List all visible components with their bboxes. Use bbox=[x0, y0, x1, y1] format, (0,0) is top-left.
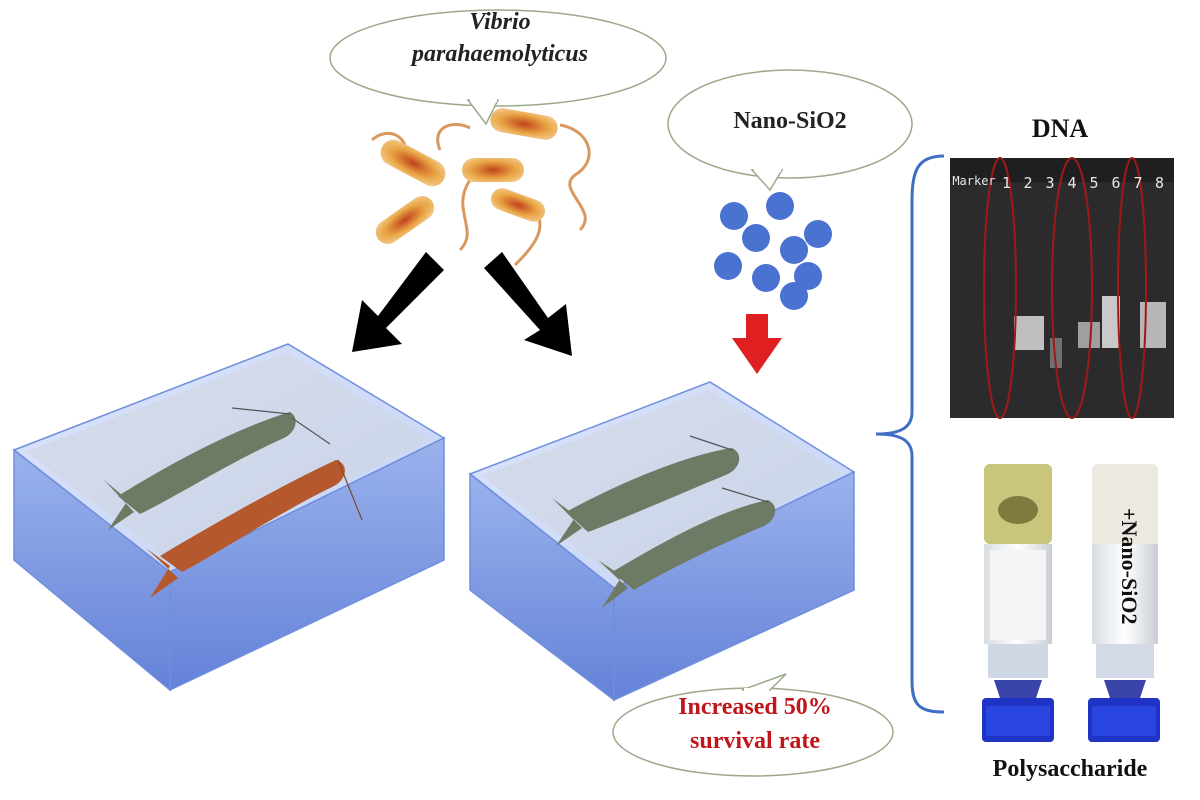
infection-arrow-right-icon bbox=[484, 252, 572, 356]
bacteria-label: Vibrio parahaemolyticus bbox=[360, 6, 640, 70]
treated-shrimp-icon bbox=[552, 435, 776, 608]
bacteria-label-line2: parahaemolyticus bbox=[411, 41, 588, 67]
gel-lane-label: 8 bbox=[1154, 174, 1165, 192]
diseased-shrimp-icon bbox=[146, 459, 363, 598]
survival-label: Increased 50% survival rate bbox=[640, 690, 870, 758]
healthy-shrimp-icon bbox=[104, 407, 331, 530]
bacteria-label-line1: Vibrio bbox=[469, 9, 531, 35]
survival-label-line1: Increased 50% bbox=[678, 694, 832, 720]
nano-bubble bbox=[667, 69, 913, 192]
nanoparticles-icon bbox=[714, 192, 832, 310]
dna-title: DNA bbox=[1031, 114, 1089, 143]
gel-lane-label: 1 bbox=[1001, 174, 1012, 192]
nanoparticle-label: Nano-SiO2 bbox=[733, 108, 847, 134]
survival-bubble bbox=[612, 673, 894, 777]
survival-label-line2: survival rate bbox=[690, 728, 820, 754]
gel-lane-labels: Marker 1 2 3 4 5 6 7 8 bbox=[952, 174, 1170, 192]
control-vial-icon bbox=[982, 464, 1054, 742]
gel-lane-label: 2 bbox=[1023, 174, 1033, 192]
gel-lane-label: 5 bbox=[1089, 174, 1099, 192]
polysaccharide-label: Polysaccharide bbox=[992, 756, 1148, 782]
treatment-arrow-icon bbox=[732, 314, 782, 374]
vibrio-bubble bbox=[329, 9, 667, 126]
treated-vial-icon bbox=[1088, 464, 1160, 742]
dna-gel-image bbox=[950, 157, 1174, 419]
infection-arrow-left-icon bbox=[352, 252, 444, 352]
gel-lane-label: 6 bbox=[1111, 174, 1121, 192]
vial-label: +Nano-SiO2 bbox=[1117, 508, 1142, 625]
gel-lane-label: 3 bbox=[1045, 174, 1055, 192]
bracket-icon bbox=[875, 154, 945, 714]
right-tank bbox=[468, 381, 856, 702]
gel-lane-label: 4 bbox=[1067, 174, 1077, 192]
gel-lane-label: 7 bbox=[1133, 174, 1143, 192]
bacteria-cluster-icon bbox=[371, 108, 591, 267]
gel-lane-label: Marker bbox=[952, 174, 996, 188]
